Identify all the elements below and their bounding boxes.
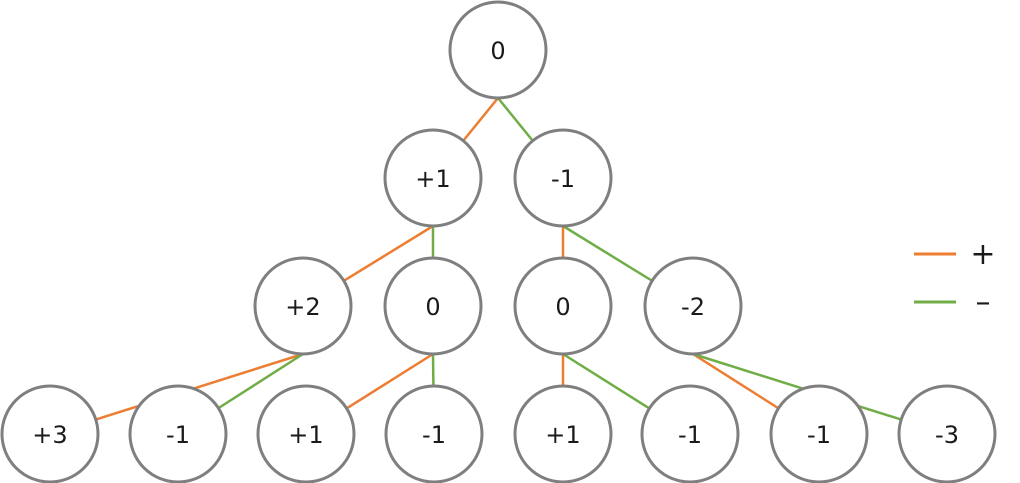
node-circle: [448, 0, 548, 100]
node-circle: [253, 256, 353, 356]
edge-plus-n6-n13: [692, 352, 780, 410]
node-label: +1: [415, 165, 450, 193]
node-label: 0: [555, 293, 570, 321]
node-label: +2: [285, 293, 320, 321]
tree-node: +1: [383, 128, 483, 228]
node-label: -2: [681, 293, 705, 321]
node-label: +3: [32, 421, 67, 449]
node-circle: [383, 128, 483, 228]
tree-node: +2: [253, 256, 353, 356]
edge-plus-n0-n1: [462, 97, 499, 142]
tree-node: -1: [769, 384, 869, 483]
edge-minus-n5-n12: [562, 352, 651, 410]
tree-node: -2: [643, 256, 743, 356]
tree-node: +1: [513, 384, 613, 483]
edge-plus-n4-n9: [345, 352, 434, 410]
node-label: 0: [490, 37, 505, 65]
tree-node: 0: [513, 256, 613, 356]
node-circle: [0, 384, 100, 483]
legend-label-plus: +: [970, 237, 995, 272]
tree-node: -1: [640, 384, 740, 483]
node-circle: [643, 256, 743, 356]
node-circle: [513, 256, 613, 356]
edge-minus-n3-n8: [217, 352, 304, 410]
edges-layer: [95, 97, 902, 421]
node-label: +1: [545, 421, 580, 449]
tree-node: 0: [448, 0, 548, 100]
node-label: 0: [425, 293, 440, 321]
edge-plus-n1-n3: [343, 224, 434, 282]
edge-minus-n0-n2: [497, 97, 534, 142]
tree-node: -1: [128, 384, 228, 483]
node-label: -1: [678, 421, 702, 449]
node-label: -1: [807, 421, 831, 449]
node-label: -1: [551, 165, 575, 193]
node-circle: [256, 384, 356, 483]
legend-label-minus: –: [976, 285, 991, 320]
node-label: +1: [288, 421, 323, 449]
node-circle: [769, 384, 869, 483]
legend: + –: [914, 237, 996, 320]
tree-node: -1: [513, 128, 613, 228]
edge-minus-n6-n14: [692, 352, 902, 421]
node-circle: [383, 256, 483, 356]
edge-minus-n2-n6: [562, 224, 653, 282]
tree-node: +3: [0, 384, 100, 483]
node-circle: [513, 128, 613, 228]
node-circle: [640, 384, 740, 483]
tree-node: +1: [256, 384, 356, 483]
node-circle: [384, 384, 484, 483]
tree-node: -3: [897, 384, 997, 483]
nodes-layer: 0 +1 -1 +2 0 0 -2 +3 -1 +1 -1 +1 -1 -1 -3: [0, 0, 997, 483]
tree-node: 0: [383, 256, 483, 356]
node-label: -3: [935, 421, 959, 449]
tree-node: -1: [384, 384, 484, 483]
node-circle: [513, 384, 613, 483]
node-label: -1: [422, 421, 446, 449]
edge-plus-n3-n7: [95, 352, 304, 421]
node-circle: [897, 384, 997, 483]
node-label: -1: [166, 421, 190, 449]
node-circle: [128, 384, 228, 483]
